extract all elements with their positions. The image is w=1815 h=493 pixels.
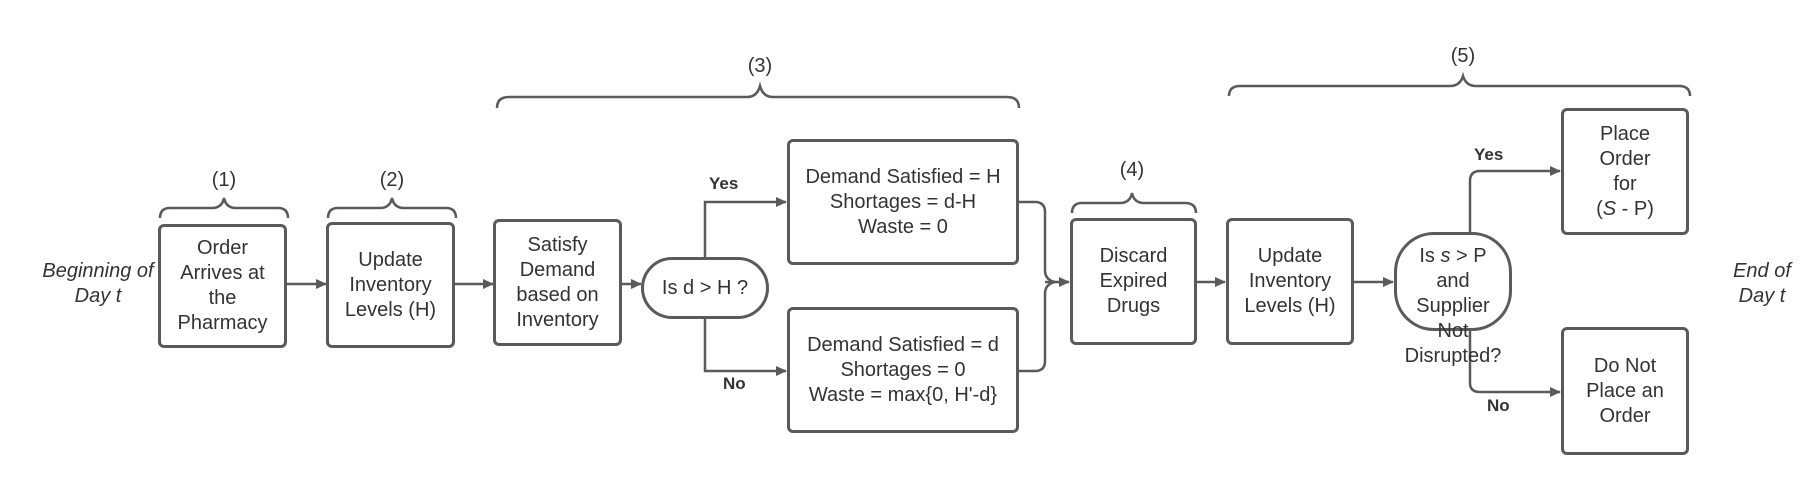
outcome-no-text: Demand Satisfied = d Shortages = 0 Waste… — [790, 310, 1016, 430]
no-order-box: Do Not Place an Order — [1561, 327, 1689, 455]
satisfy-demand-text: Satisfy Demand based on Inventory — [516, 233, 599, 331]
update-inventory-box-1: Update Inventory Levels (H) — [326, 222, 455, 348]
place-order-text: Place Order for (S - P) — [1564, 111, 1686, 232]
outcome-no-line-2: Shortages = 0 — [840, 358, 966, 381]
brace-label-4: (4) — [1119, 158, 1145, 181]
merge-from-yes — [1019, 200, 1056, 284]
update-inventory-text-2: Update Inventory Levels (H) — [1244, 245, 1336, 317]
decision-order-var: s — [1440, 245, 1451, 267]
brace-1 — [158, 197, 290, 219]
outcome-yes-line-2: Shortages = d-H — [829, 190, 977, 213]
brace-label-5: (5) — [1450, 44, 1476, 67]
brace-label-3: (3) — [747, 54, 773, 77]
order-arrives-text: Order Arrives at the Pharmacy — [177, 237, 268, 334]
outcome-no-box: Demand Satisfied = d Shortages = 0 Waste… — [787, 307, 1019, 433]
outcome-no-line-3: Waste = max{0, H'-d} — [808, 383, 998, 406]
outcome-yes-line-3: Waste = 0 — [858, 215, 948, 238]
satisfy-demand-box: Satisfy Demand based on Inventory — [493, 219, 622, 346]
place-order-line-1: Place Order for — [1599, 122, 1651, 195]
arrow-no-branch — [703, 309, 787, 376]
end-of-day-label: End of Day t — [1733, 260, 1791, 307]
beginning-of-day-label: Beginning of Day t — [42, 260, 154, 307]
outcome-yes-box: Demand Satisfied = H Shortages = d-H Was… — [787, 139, 1019, 265]
arrow-order-yes — [1468, 166, 1561, 232]
merge-from-no — [1019, 280, 1056, 373]
brace-label-2: (2) — [379, 168, 405, 191]
order-arrives-box: Order Arrives at the Pharmacy — [158, 224, 287, 348]
arrow-yes-branch — [703, 197, 787, 259]
update-inventory-text-1: Update Inventory Levels (H) — [344, 248, 437, 321]
place-order-close: - P) — [1616, 197, 1654, 220]
decision-d-greater-h: Is d > H ? — [641, 257, 769, 319]
brace-4 — [1070, 192, 1198, 214]
decision-order-prefix: Is — [1419, 245, 1441, 267]
arrow-order-no — [1468, 331, 1561, 397]
place-order-var: S — [1602, 197, 1617, 220]
update-inventory-box-2: Update Inventory Levels (H) — [1226, 218, 1354, 345]
outcome-no-line-1: Demand Satisfied = d — [807, 333, 999, 356]
brace-3 — [495, 81, 1021, 109]
decision-order-suffix: > P and Supplier Not Disrupted? — [1404, 245, 1502, 367]
outcome-yes-line-1: Demand Satisfied = H — [805, 165, 1001, 188]
decision-order-text: Is s > P and Supplier Not Disrupted? — [1397, 235, 1509, 367]
edge-label-yes-2: Yes — [1474, 145, 1504, 164]
place-order-box: Place Order for (S - P) — [1561, 108, 1689, 235]
place-order-open: ( — [1596, 197, 1603, 220]
place-order-line-2: (S - P) — [1596, 197, 1654, 222]
brace-label-1: (1) — [211, 168, 237, 191]
edge-label-no-2: No — [1487, 396, 1510, 415]
brace-5 — [1227, 71, 1692, 97]
edge-label-yes-1: Yes — [709, 174, 739, 193]
outcome-yes-text: Demand Satisfied = H Shortages = d-H Was… — [790, 142, 1016, 262]
decision-order: Is s > P and Supplier Not Disrupted? — [1394, 232, 1512, 367]
edge-label-no-1: No — [723, 374, 746, 393]
discard-expired-text: Discard Expired Drugs — [1099, 245, 1168, 317]
brace-2 — [326, 197, 458, 219]
no-order-text: Do Not Place an Order — [1586, 354, 1664, 427]
decision-d-greater-h-text: Is d > H ? — [661, 276, 749, 299]
discard-expired-box: Discard Expired Drugs — [1070, 218, 1197, 345]
